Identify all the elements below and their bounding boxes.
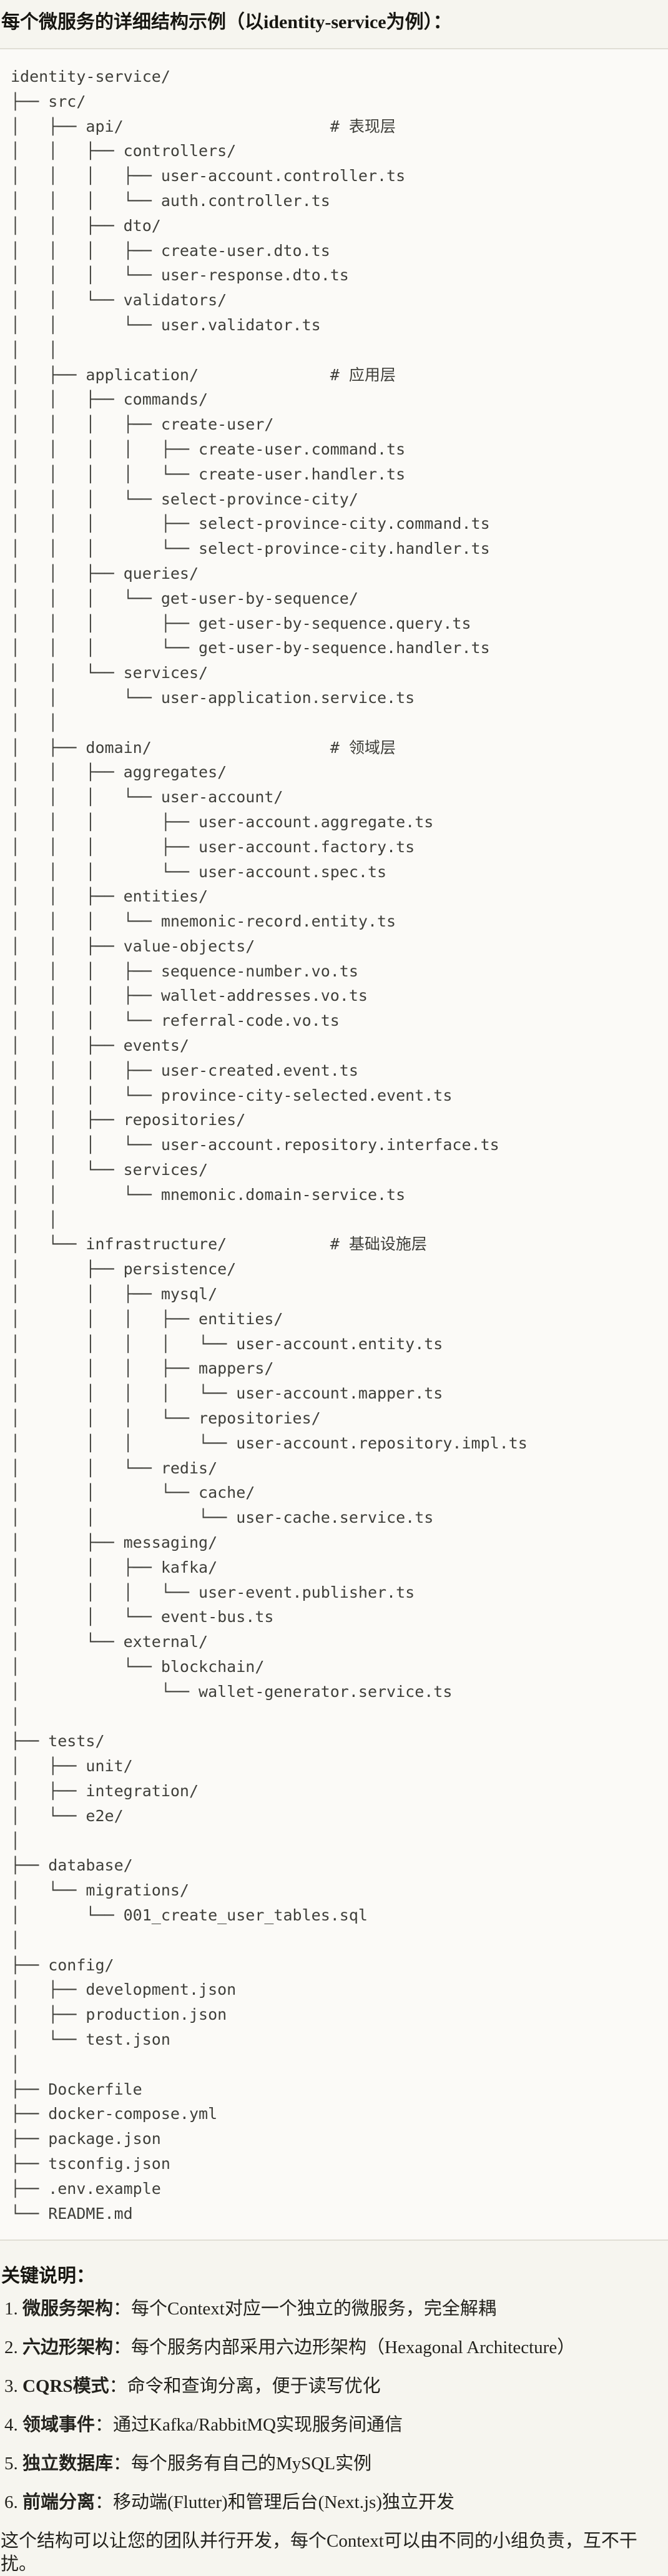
note-label: 微服务架构 — [22, 2299, 114, 2319]
note-text: ：每个服务内部采用六边形架构（Hexagonal Architecture） — [113, 2338, 576, 2358]
note-label: 前端分离 — [22, 2492, 96, 2513]
note-item-4: 4. 领域事件：通过Kafka/RabbitMQ实现服务间通信 — [4, 2414, 662, 2437]
note-text: ：移动端(Flutter)和管理后台(Next.js)独立开发 — [95, 2492, 454, 2513]
note-item-1: 1. 微服务架构：每个Context对应一个独立的微服务，完全解耦 — [4, 2298, 662, 2321]
note-number: 4. — [4, 2415, 22, 2436]
note-text: ：通过Kafka/RabbitMQ实现服务间通信 — [95, 2415, 403, 2436]
note-text: ：每个Context对应一个独立的微服务，完全解耦 — [113, 2299, 496, 2319]
key-notes-heading: 关键说明： — [1, 2266, 95, 2287]
key-notes-section: 关键说明： 1. 微服务架构：每个Context对应一个独立的微服务，完全解耦 … — [0, 2262, 668, 2576]
closing-paragraph: 这个结构可以让您的团队并行开发，每个Context可以由不同的小组负责，互不干扰… — [1, 2531, 637, 2575]
code-block: identity-service/ ├── src/ │ ├── api/ # … — [0, 48, 668, 2241]
note-number: 6. — [4, 2492, 22, 2513]
note-text: ：命令和查询分离，便于读写优化 — [109, 2376, 381, 2397]
page-title: 每个微服务的详细结构示例（以identity-service为例）： — [1, 12, 452, 32]
directory-tree: identity-service/ ├── src/ │ ├── api/ # … — [11, 67, 528, 2223]
note-label: 六边形架构 — [22, 2338, 114, 2358]
note-number: 2. — [4, 2338, 22, 2358]
note-number: 5. — [4, 2454, 22, 2474]
note-label: 领域事件 — [22, 2415, 96, 2436]
note-item-2: 2. 六边形架构：每个服务内部采用六边形架构（Hexagonal Archite… — [4, 2336, 662, 2359]
note-label: 独立数据库 — [22, 2454, 114, 2474]
note-item-6: 6. 前端分离：移动端(Flutter)和管理后台(Next.js)独立开发 — [4, 2491, 662, 2514]
note-number: 1. — [4, 2299, 22, 2319]
note-label: CQRS模式 — [22, 2376, 109, 2397]
note-number: 3. — [4, 2376, 22, 2397]
note-item-5: 5. 独立数据库：每个服务有自己的MySQL实例 — [4, 2452, 662, 2475]
note-text: ：每个服务有自己的MySQL实例 — [113, 2454, 372, 2474]
note-item-3: 3. CQRS模式：命令和查询分离，便于读写优化 — [4, 2375, 662, 2398]
